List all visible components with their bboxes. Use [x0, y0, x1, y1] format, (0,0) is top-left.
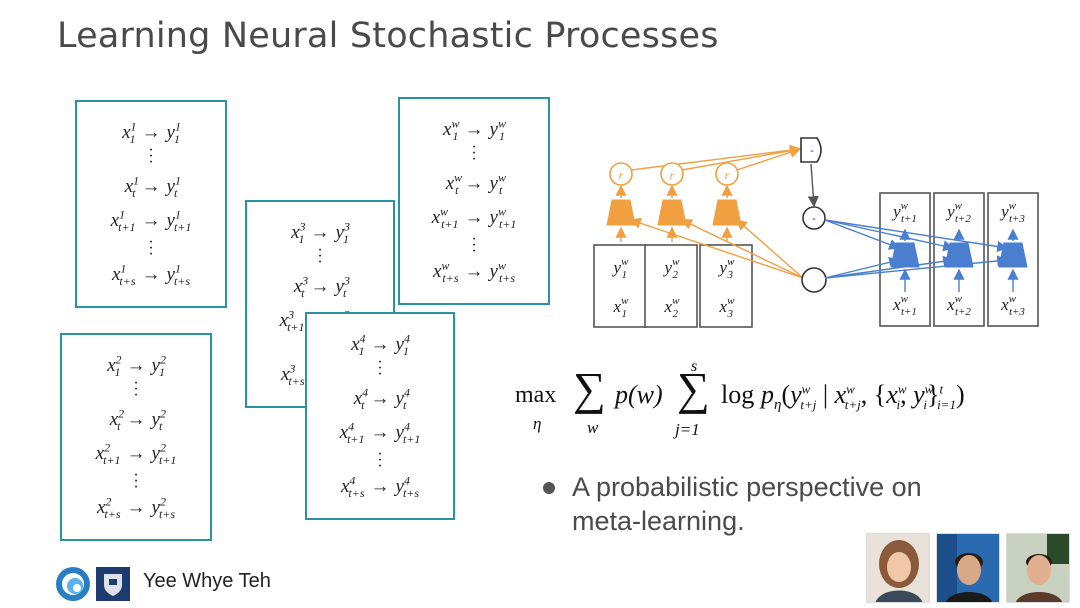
task-pair-row: x31→y31: [291, 219, 350, 246]
ellipsis-vertical: ···: [148, 142, 154, 171]
latent-to-decoder-arrow: [824, 219, 955, 252]
formula-sum-j-bottom: j=1: [675, 420, 700, 439]
person-icon: [937, 534, 999, 602]
ellipsis-vertical: ···: [377, 354, 383, 383]
ellipsis-vertical: ···: [471, 139, 477, 168]
task-pair-row: xw1→yw1: [443, 116, 506, 143]
input-to-decoder-arrow: [824, 255, 955, 279]
ellipsis-vertical: ···: [317, 242, 323, 271]
aggregator-label: -: [810, 145, 814, 157]
deepmind-logo-icon: [56, 567, 90, 601]
ellipsis-vertical: ···: [377, 446, 383, 475]
aggregate-arrow: [630, 144, 802, 171]
aggregator-node: [800, 137, 822, 163]
latent-to-encoder-arrow: [629, 217, 804, 279]
latent-to-encoder-arrow: [680, 219, 804, 279]
input-to-decoder-arrow: [824, 256, 901, 279]
task-pair-row: x4t→y4t: [353, 385, 410, 412]
context-box: [699, 244, 753, 328]
person-icon: [1007, 534, 1069, 602]
r-node: [609, 162, 633, 186]
latent-to-decoder-arrow: [824, 219, 1009, 253]
task-pair-row: x11→y11: [122, 119, 181, 146]
latent-label: -: [812, 213, 816, 225]
task-pair-row: x2t+1→y2t+1: [95, 440, 177, 467]
participant-video-1[interactable]: [866, 533, 930, 603]
r-label: r: [725, 168, 730, 182]
formula-log: log: [721, 380, 755, 409]
task-pair-row: x21→y21: [107, 352, 166, 379]
latent-to-decoder-arrow: [824, 219, 901, 250]
ellipsis-vertical: ···: [148, 234, 154, 263]
task-pair-row: x41→y41: [351, 331, 410, 358]
formula-eta: η: [533, 414, 542, 433]
latent-to-encoder-arrow: [735, 219, 804, 279]
bullet-text: A probabilistic perspective on meta-lear…: [572, 472, 922, 536]
task-pair-row: x1t→y1t: [124, 173, 181, 200]
formula-sum-j: ∑: [677, 363, 710, 414]
r-label: r: [670, 168, 675, 182]
formula-sum-j-top: s: [691, 358, 698, 375]
task-pair-row: x4t+1→y4t+1: [339, 419, 421, 446]
context-box: [593, 244, 647, 328]
r-node: [660, 162, 684, 186]
formula-sum-w: ∑: [573, 363, 606, 414]
ellipsis-vertical: ···: [133, 467, 139, 496]
latent-node: [802, 206, 826, 230]
participant-video-2[interactable]: [936, 533, 1000, 603]
input-node: [801, 267, 827, 293]
task-pair-row: xwt→ywt: [445, 170, 506, 197]
slide-title: Learning Neural Stochastic Processes: [57, 16, 719, 56]
input-to-decoder-arrow: [824, 255, 1009, 279]
bullet-dot: [543, 482, 555, 494]
ellipsis-vertical: ···: [133, 375, 139, 404]
aggregate-arrow: [736, 146, 802, 171]
encoder-shape: [606, 199, 636, 226]
task-pair-row: x2t→y2t: [109, 406, 166, 433]
encoder-shape: [712, 199, 742, 226]
decoder-shape: [998, 242, 1028, 268]
person-icon: [867, 534, 929, 602]
task-pair-row: x1t+1→y1t+1: [110, 207, 192, 234]
task-pair-row: xwt+s→ywt+s: [432, 258, 516, 285]
participant-video-3[interactable]: [1006, 533, 1070, 603]
r-label: r: [619, 168, 624, 182]
task-pair-row: x3t→y3t: [293, 273, 350, 300]
formula-sum-w-sub: w: [587, 418, 599, 437]
oxford-crest-icon: [96, 567, 130, 601]
r-node: [715, 162, 739, 186]
task-pair-row: x4t+s→y4t+s: [340, 473, 420, 500]
aggregate-arrow: [681, 145, 802, 171]
formula-max: max: [515, 382, 557, 408]
objective-formula: max η ∑ w p(w) s ∑ j=1 log pη(ywt+j | xw…: [515, 358, 1055, 450]
bullet-item: A probabilistic perspective on meta-lear…: [540, 470, 970, 538]
aggregator-arrow: [807, 163, 819, 208]
formula-pw: p(w): [615, 380, 663, 409]
task-pair-row: xwt+1→ywt+1: [431, 204, 517, 231]
task-pair-row: x1t+s→y1t+s: [111, 261, 191, 288]
presenter-name: Yee Whye Teh: [143, 570, 271, 592]
context-box: [644, 244, 698, 328]
ellipsis-vertical: ···: [471, 231, 477, 260]
task-pair-row: x2t+s→y2t+s: [96, 494, 176, 521]
formula-likelihood: pη(ywt+j | xwt+j, {xwi, ywi}ti=1): [761, 380, 965, 414]
encoder-shape: [657, 199, 687, 226]
